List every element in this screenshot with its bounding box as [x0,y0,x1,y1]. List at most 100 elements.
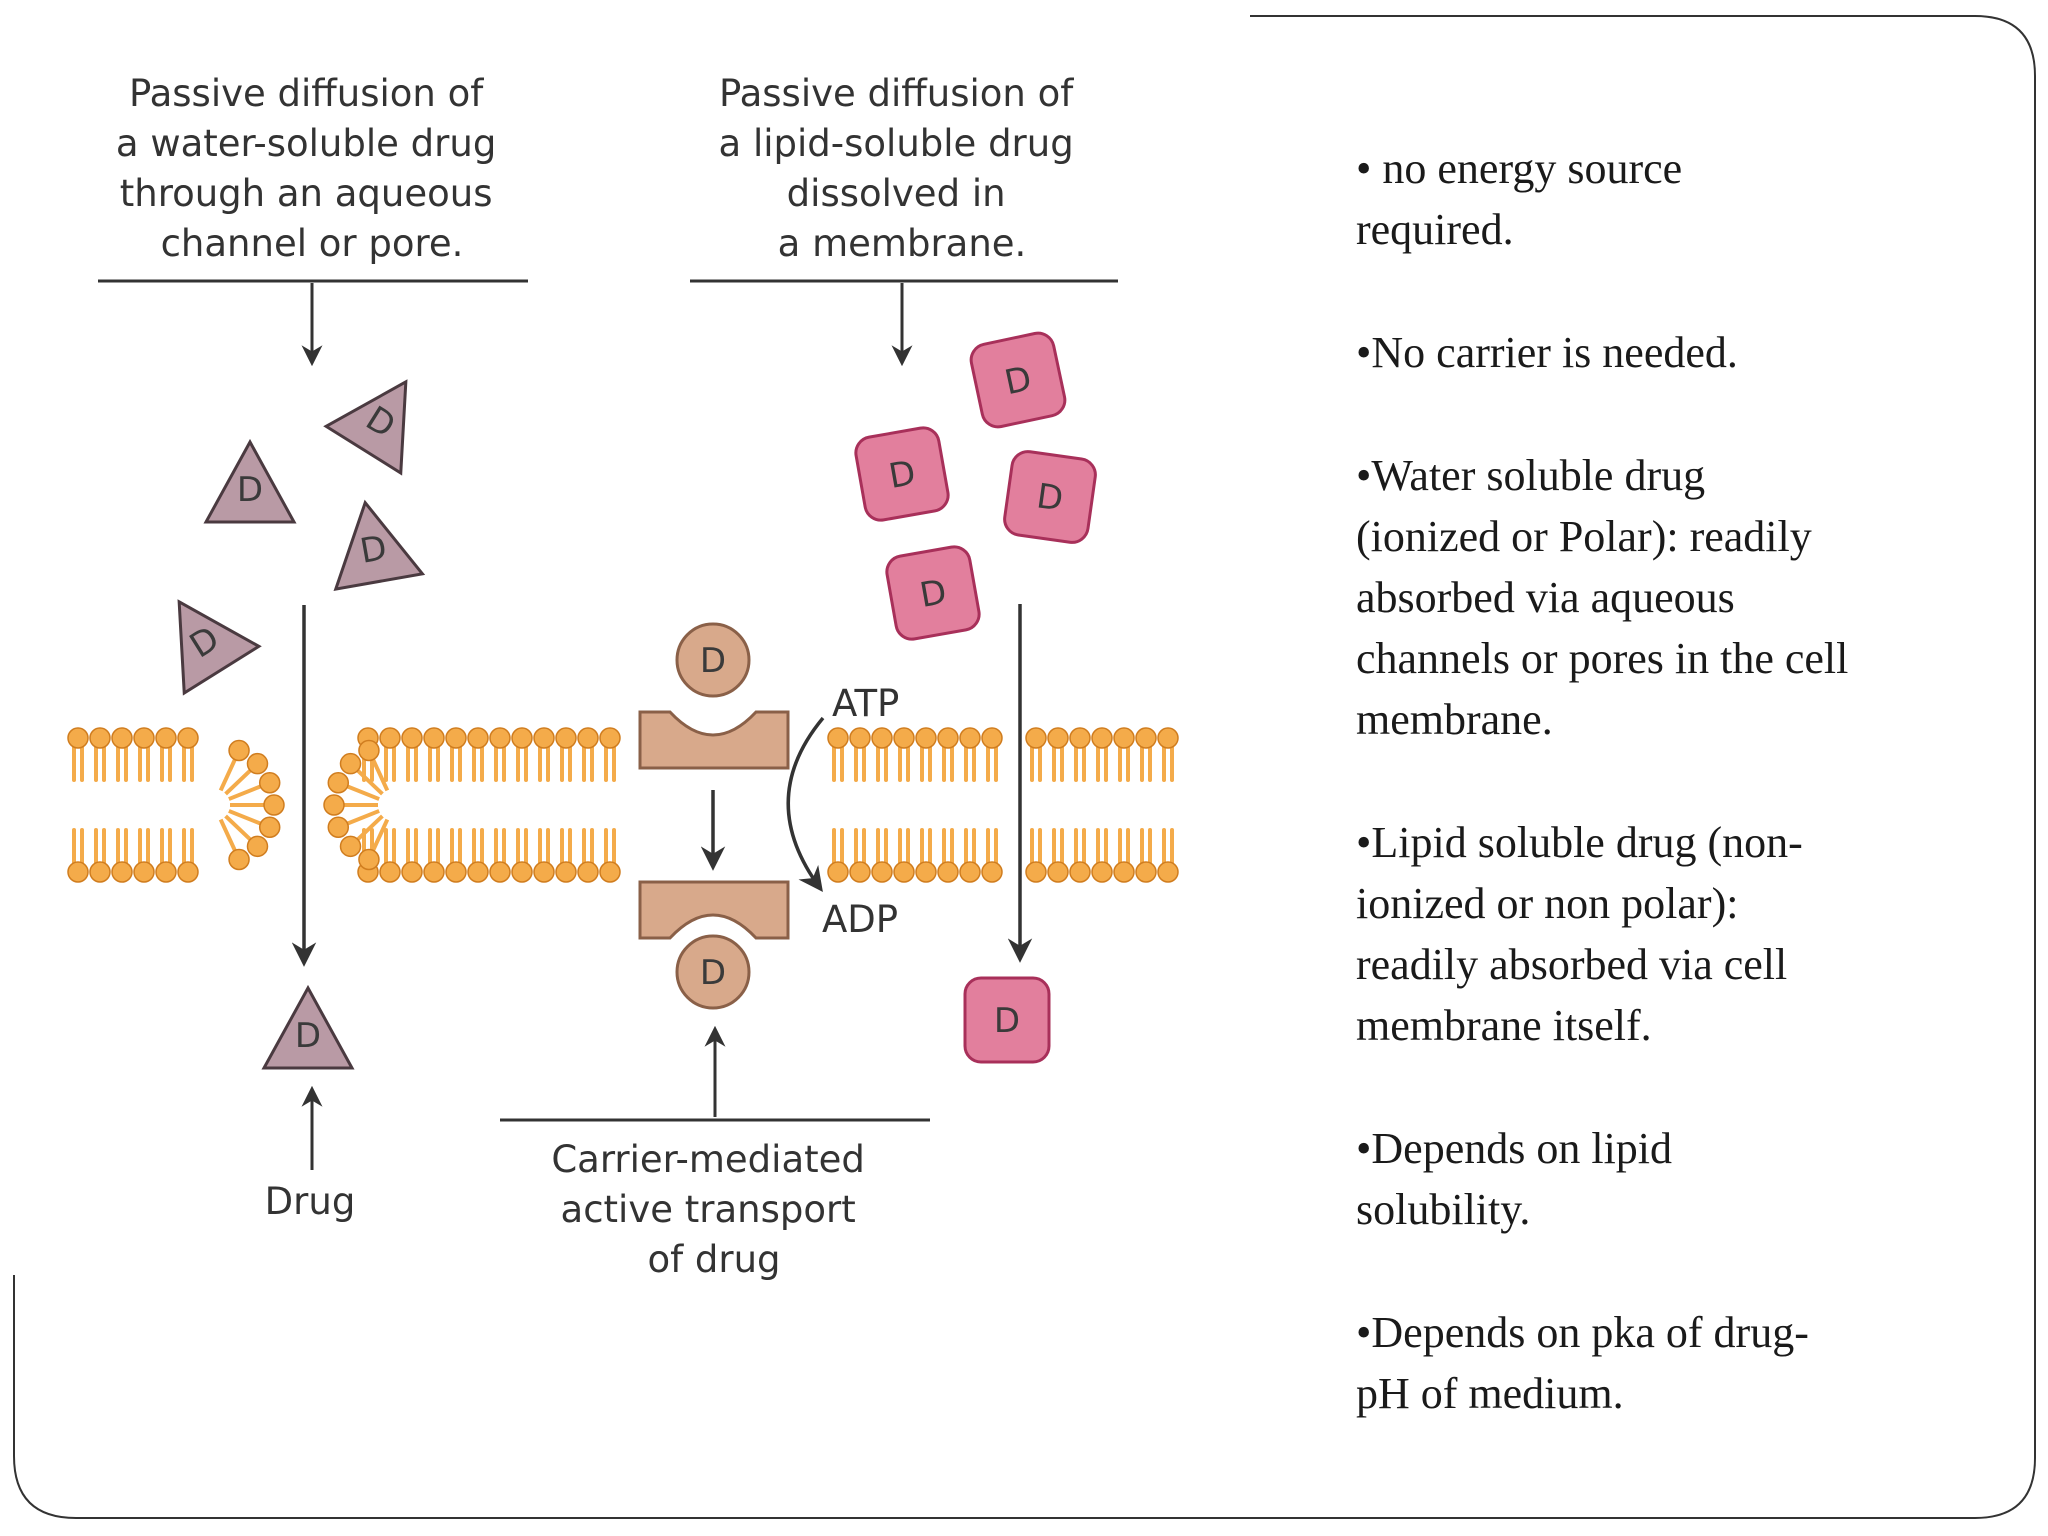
lipid-molecule [1047,727,1069,782]
carrier-drug-circle-top: D [675,622,751,698]
drug-mark: D [295,1016,321,1056]
lipid-molecule [489,727,511,782]
lipid-molecule [1135,828,1157,883]
lipid-soluble-drug-square: D [882,542,984,644]
lipid-molecule [555,828,577,883]
drug-transport-diagram: Passive diffusion of a water-soluble dru… [67,72,1179,1281]
carrier-protein-top [638,710,790,770]
pore-lipid-molecule [339,752,384,796]
lipid-membrane-label-line: Passive diffusion of [719,72,1074,115]
carrier-transport-label: Carrier-mediated active transport of dru… [551,1138,876,1281]
lipid-molecule [555,727,577,782]
absorbed-drug-triangle: D [262,986,354,1070]
lipid-molecule [401,828,423,883]
adp-label: ADP [822,898,898,941]
lipid-molecule [871,727,893,782]
lipid-molecule [177,828,199,883]
water-soluble-drug-triangle: D [140,577,261,695]
drug-mark: D [237,470,263,510]
atp-label: ATP [832,682,899,725]
lipid-bilayer-membrane [67,727,1179,883]
lipid-molecule [959,828,981,883]
lipid-molecule [981,828,1003,883]
lipid-molecule [423,727,445,782]
pore-lipid-molecule [358,739,390,792]
lipid-molecule [89,727,111,782]
lipid-molecule [577,727,599,782]
lipid-molecule [1025,727,1047,782]
drug-label: Drug [265,1180,356,1223]
lipid-molecule [1047,828,1069,883]
pore-lipid-molecule [358,818,390,871]
pore-lipid-molecule [230,794,285,816]
lipid-molecule [533,727,555,782]
lipid-molecule [445,828,467,883]
pore-lipid-molecule [218,818,250,871]
lipid-molecule [981,727,1003,782]
lipid-molecule [827,828,849,883]
lipid-molecule [489,828,511,883]
lipid-molecule [511,727,533,782]
pore-lipid-molecule [228,809,281,839]
lipid-molecule [1069,828,1091,883]
lipid-molecule [133,828,155,883]
carrier-drug-circle-bottom: D [675,934,751,1010]
drug-mark: D [1034,476,1065,519]
lipid-molecule [379,727,401,782]
lipid-molecule [111,828,133,883]
lipid-molecule [915,727,937,782]
lipid-membrane-label-line: a membrane. [778,222,1027,265]
lipid-molecule [937,727,959,782]
lipid-membrane-label-line: dissolved in [787,172,1006,215]
lipid-molecule [467,828,489,883]
bullet-list: • no energy source required. •No carrier… [1356,138,1996,1486]
lipid-molecule [467,727,489,782]
water-channel-label-line: channel or pore. [161,222,464,265]
lipid-molecule [1113,727,1135,782]
water-soluble-drug-triangle: D [324,357,445,475]
lipid-molecule [599,828,621,883]
lipid-molecule [133,727,155,782]
lipid-membrane-label: Passive diffusion of a lipid-soluble dru… [719,72,1086,265]
lipid-molecule [155,828,177,883]
drug-mark: D [994,1001,1020,1041]
bullet-item: •Depends on lipid solubility. [1356,1124,1673,1234]
lipid-molecule [1135,727,1157,782]
lipid-molecule [1025,828,1047,883]
lipid-molecule [423,828,445,883]
water-channel-label: Passive diffusion of a water-soluble dru… [116,72,508,265]
bullet-item: •Depends on pka of drug- pH of medium. [1356,1308,1809,1418]
lipid-molecule [401,727,423,782]
lipid-molecule [379,828,401,883]
pore-lipid-molecule [339,814,384,858]
water-channel-label-line: a water-soluble drug [116,122,496,165]
bullet-item: • no energy source required. [1356,144,1683,254]
pore-lipid-molecule [218,739,250,792]
lipid-molecule [155,727,177,782]
lipid-molecule [893,727,915,782]
lipid-soluble-drug-square: D [1001,448,1099,546]
lipid-molecule [67,727,89,782]
water-soluble-drug-triangle: D [204,440,296,524]
water-channel-label-line: through an aqueous [120,172,493,215]
diffused-drug-square: D [963,976,1051,1064]
lipid-molecule [533,828,555,883]
lipid-molecule [937,828,959,883]
lipid-molecule [827,727,849,782]
carrier-protein-bottom [638,880,790,940]
lipid-molecule [1069,727,1091,782]
water-channel-label-line: Passive diffusion of [129,72,484,115]
lipid-molecule [849,727,871,782]
lipid-molecule [915,828,937,883]
lipid-molecule [1113,828,1135,883]
carrier-label-line: active transport [561,1188,856,1231]
lipid-molecule [1091,828,1113,883]
pore-lipid-molecule [327,809,380,839]
lipid-membrane-label-line: a lipid-soluble drug [719,122,1074,165]
pore-lipid-molecule [327,771,380,801]
lipid-molecule [511,828,533,883]
lipid-molecule [1157,727,1179,782]
carrier-label-line: of drug [647,1238,780,1281]
lipid-molecule [89,828,111,883]
